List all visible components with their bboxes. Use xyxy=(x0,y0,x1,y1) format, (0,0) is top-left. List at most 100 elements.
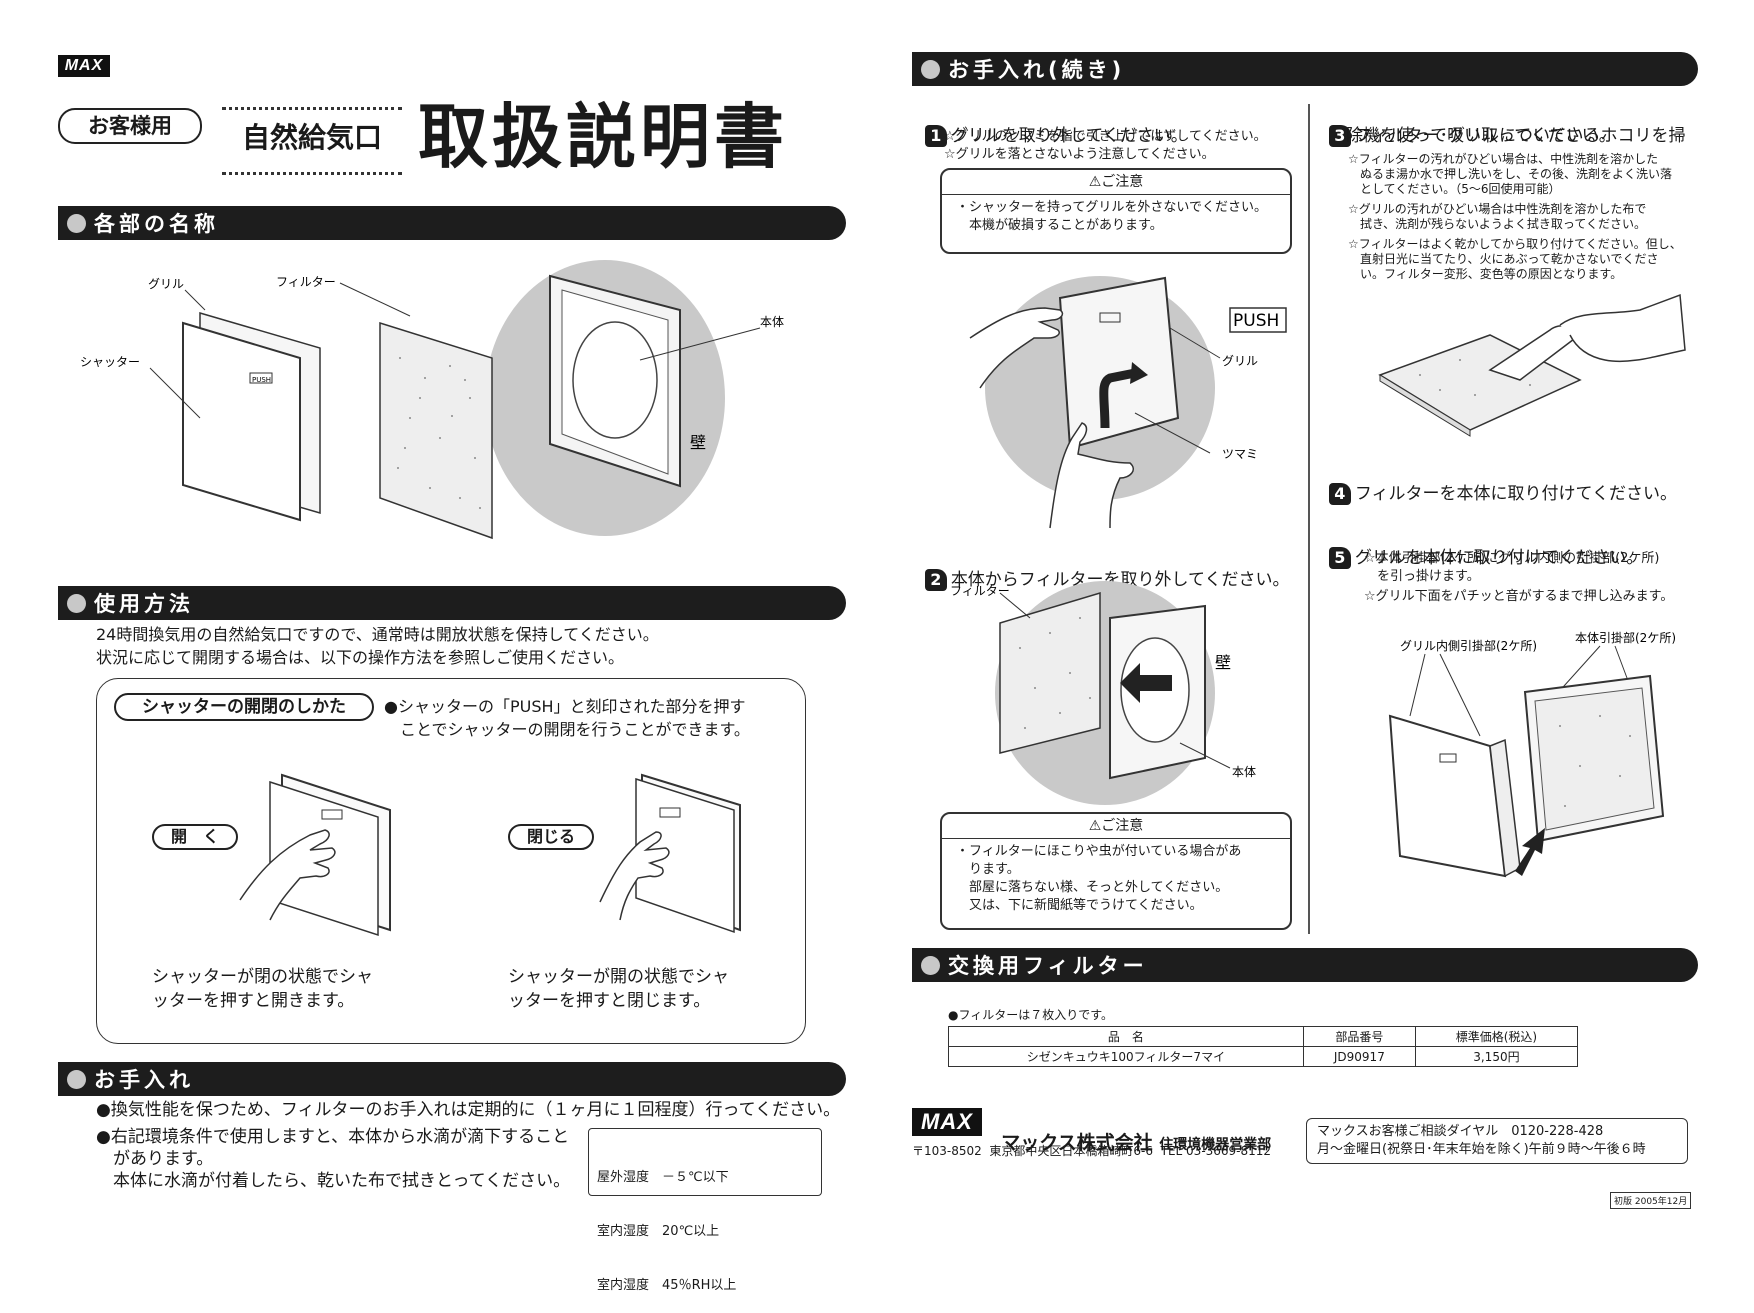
step-1-note-2: ☆グリルを落とさないよう注意してください。 xyxy=(944,147,1215,162)
bullet-icon xyxy=(921,955,940,975)
shutter-operation-badge: シャッターの開閉のしかた xyxy=(114,693,374,721)
table-header-row: 品 名 部品番号 標準価格(税込) xyxy=(948,1026,1579,1047)
shutter-operation-box xyxy=(96,678,806,1044)
label-filter: フィルター xyxy=(950,584,1010,598)
label-grill: グリル xyxy=(148,277,184,291)
step-number: 3 xyxy=(1328,125,1351,147)
caution-line: ります。 xyxy=(956,862,1020,877)
customer-badge: お客様用 xyxy=(58,108,202,144)
step-5-note-1: ☆本体引掛部(2ケ所)にグリル内側の引掛部(2ケ所) xyxy=(1364,551,1660,566)
env-value: 20℃以上 xyxy=(662,1224,720,1239)
section-header-usage: 使用方法 xyxy=(58,586,846,620)
usage-intro-2: 状況に応じて開閉する場合は、以下の操作方法を参照しご使用ください。 xyxy=(96,648,625,667)
label-knob: ツマミ xyxy=(1222,447,1258,461)
footer-company: マックス株式会社 住環境機器営業部 xyxy=(988,1112,1271,1156)
product-name-text: 自然給気口 xyxy=(241,121,382,154)
step-3-note-1: ☆フィルターの汚れがひどい場合は、中性洗剤を溶かした xyxy=(1348,152,1659,166)
bullet-icon xyxy=(921,59,940,79)
env-value: －５℃以下 xyxy=(662,1170,729,1185)
shutter-shape xyxy=(182,321,301,522)
edition-note: 初版 2005年12月 xyxy=(1610,1192,1692,1209)
step-title-text: 本体からフィルターを取り外してください。 xyxy=(950,570,1290,590)
footer-address: 〒103-8502 東京都中央区日本橋箱崎町6-6 TEL 03-3669-81… xyxy=(912,1144,1272,1158)
parts-diagram: 本体 壁 フィルター PUSH グリル シャッター xyxy=(80,260,784,540)
label-filter: フィルター xyxy=(276,275,336,289)
section-title: 使用方法 xyxy=(94,592,194,616)
care-line-2: ●右記環境条件で使用しますと、本体から水滴が滴下すること xyxy=(96,1127,570,1147)
product-name: 自然給気口 xyxy=(222,107,402,175)
step-number: 4 xyxy=(1328,483,1351,505)
caution-box-2: ⚠ご注意 ・フィルターにほこりや虫が付いている場合があ ります。 部屋に落ちない… xyxy=(940,812,1292,930)
step-1-note-1: ☆グリルのツマミを指で引き上げてはずしてください。 xyxy=(944,129,1267,144)
bullet-icon xyxy=(67,1069,86,1089)
step-3-note-4: ☆グリルの汚れがひどい場合は中性洗剤を溶かした布で xyxy=(1348,202,1647,216)
column-divider xyxy=(1308,104,1310,934)
section-header-care: お手入れ xyxy=(58,1062,846,1096)
step-number: 2 xyxy=(924,569,947,591)
caution-line: 部屋に落ちない様、そっと外してください。 xyxy=(956,880,1229,895)
division-name: 住環境機器営業部 xyxy=(1159,1137,1272,1153)
table-cell: JD90917 xyxy=(1302,1046,1416,1067)
table-row: シゼンキュウキ100フィルター7マイ JD90917 3,150円 xyxy=(948,1046,1579,1067)
push-stamp xyxy=(1229,307,1287,333)
section-header-replacement: 交換用フィルター xyxy=(912,948,1698,982)
step-3-figure xyxy=(1378,293,1686,437)
close-figure xyxy=(599,773,741,934)
shutter-desc-1: ●シャッターの「PUSH」と刻印された部分を押す xyxy=(384,697,746,716)
table-header: 部品番号 xyxy=(1302,1026,1416,1047)
footer-brand-logo: MAX xyxy=(912,1108,982,1136)
label-push: PUSH xyxy=(252,376,271,384)
company-name: マックス株式会社 xyxy=(1001,1132,1153,1154)
step-5-note-3: ☆グリル下面をパチッと音がするまで押し込みます。 xyxy=(1364,589,1674,604)
env-row: 室内湿度 20℃以上 xyxy=(597,1223,813,1241)
step-number: 1 xyxy=(924,125,947,147)
caution-line: ・フィルターにほこりや虫が付いている場合があ xyxy=(956,844,1242,859)
open-caption-2: ッターを押すと開きます。 xyxy=(152,991,355,1011)
section-title: お手入れ(続き) xyxy=(948,58,1126,82)
step-3-note-3: としてください。（5～6回使用可能） xyxy=(1348,182,1561,196)
section-header-care-cont: お手入れ(続き) xyxy=(912,52,1698,86)
step-title-text: フィルター･グリルについているホコリを掃 xyxy=(1354,126,1686,146)
table-cell: シゼンキュウキ100フィルター7マイ xyxy=(948,1046,1304,1067)
table-header: 品 名 xyxy=(948,1026,1304,1047)
care-line-1: ●換気性能を保つため、フィルターのお手入れは定期的に（１ヶ月に１回程度）行ってく… xyxy=(96,1100,841,1120)
table-cell: 3,150円 xyxy=(1414,1046,1579,1067)
step-3-note-7: 直射日光に当てたり、火にあぶって乾かさないでくださ xyxy=(1348,252,1659,266)
open-caption-1: シャッターが閉の状態でシャ xyxy=(152,967,373,987)
section-title: 交換用フィルター xyxy=(948,954,1148,978)
section-title: お手入れ xyxy=(94,1068,194,1092)
dial-hours: 月～金曜日(祝祭日･年末年始を除く)午前９時～午後６時 xyxy=(1317,1142,1646,1157)
env-value: 45％RH以上 xyxy=(662,1278,737,1293)
caution-body: ・シャッターを持ってグリルを外さないでください。 本機が破損することがあります。 xyxy=(942,195,1290,239)
step-5-note-2: を引っ掛けます。 xyxy=(1364,569,1480,584)
doc-title: 取扱説明書 xyxy=(418,96,788,178)
brand-logo: MAX xyxy=(58,55,110,77)
care-line-4: 本体に水滴が付着したら、乾いた布で拭きとってください。 xyxy=(113,1171,571,1191)
close-label: 閉じる xyxy=(508,824,594,850)
step-number: 5 xyxy=(1328,547,1351,569)
environment-conditions: 屋外湿度 －５℃以下 室内湿度 20℃以上 室内湿度 45％RH以上 xyxy=(588,1128,822,1293)
bullet-icon xyxy=(67,593,86,613)
env-label: 屋外湿度 xyxy=(597,1170,650,1185)
step-title-text: フィルターを本体に取り付けてください。 xyxy=(1354,484,1677,504)
label-grill-hook: グリル内側引掛部(2ケ所) xyxy=(1400,638,1537,653)
step-3-note-5: 拭き、洗剤が残らないようよく拭き取ってください。 xyxy=(1348,217,1646,231)
dial-title: マックスお客様ご相談ダイヤル 0120-228-428 xyxy=(1317,1124,1604,1139)
caution-body: ・フィルターにほこりや虫が付いている場合があ ります。 部屋に落ちない様、そっと… xyxy=(942,839,1290,919)
replacement-table: 品 名 部品番号 標準価格(税込) シゼンキュウキ100フィルター7マイ JD9… xyxy=(948,1026,1579,1067)
filter-shape xyxy=(379,321,493,540)
customer-dial-box: マックスお客様ご相談ダイヤル 0120-228-428 月～金曜日(祝祭日･年末… xyxy=(1306,1118,1688,1164)
close-caption-2: ッターを押すと閉じます。 xyxy=(508,991,711,1011)
caution-box-1: ⚠ご注意 ・シャッターを持ってグリルを外さないでください。 本機が破損することが… xyxy=(940,168,1292,254)
label-grill: グリル xyxy=(1222,354,1258,368)
label-body: 本体 xyxy=(1232,765,1256,779)
body-hole-shape xyxy=(572,321,658,439)
section-header-parts: 各部の名称 xyxy=(58,206,846,240)
step-5-figure: グリル内側引掛部(2ケ所) 本体引掛部(2ケ所) xyxy=(1388,630,1676,878)
step-2-figure: フィルター 壁 本体 xyxy=(950,581,1256,805)
